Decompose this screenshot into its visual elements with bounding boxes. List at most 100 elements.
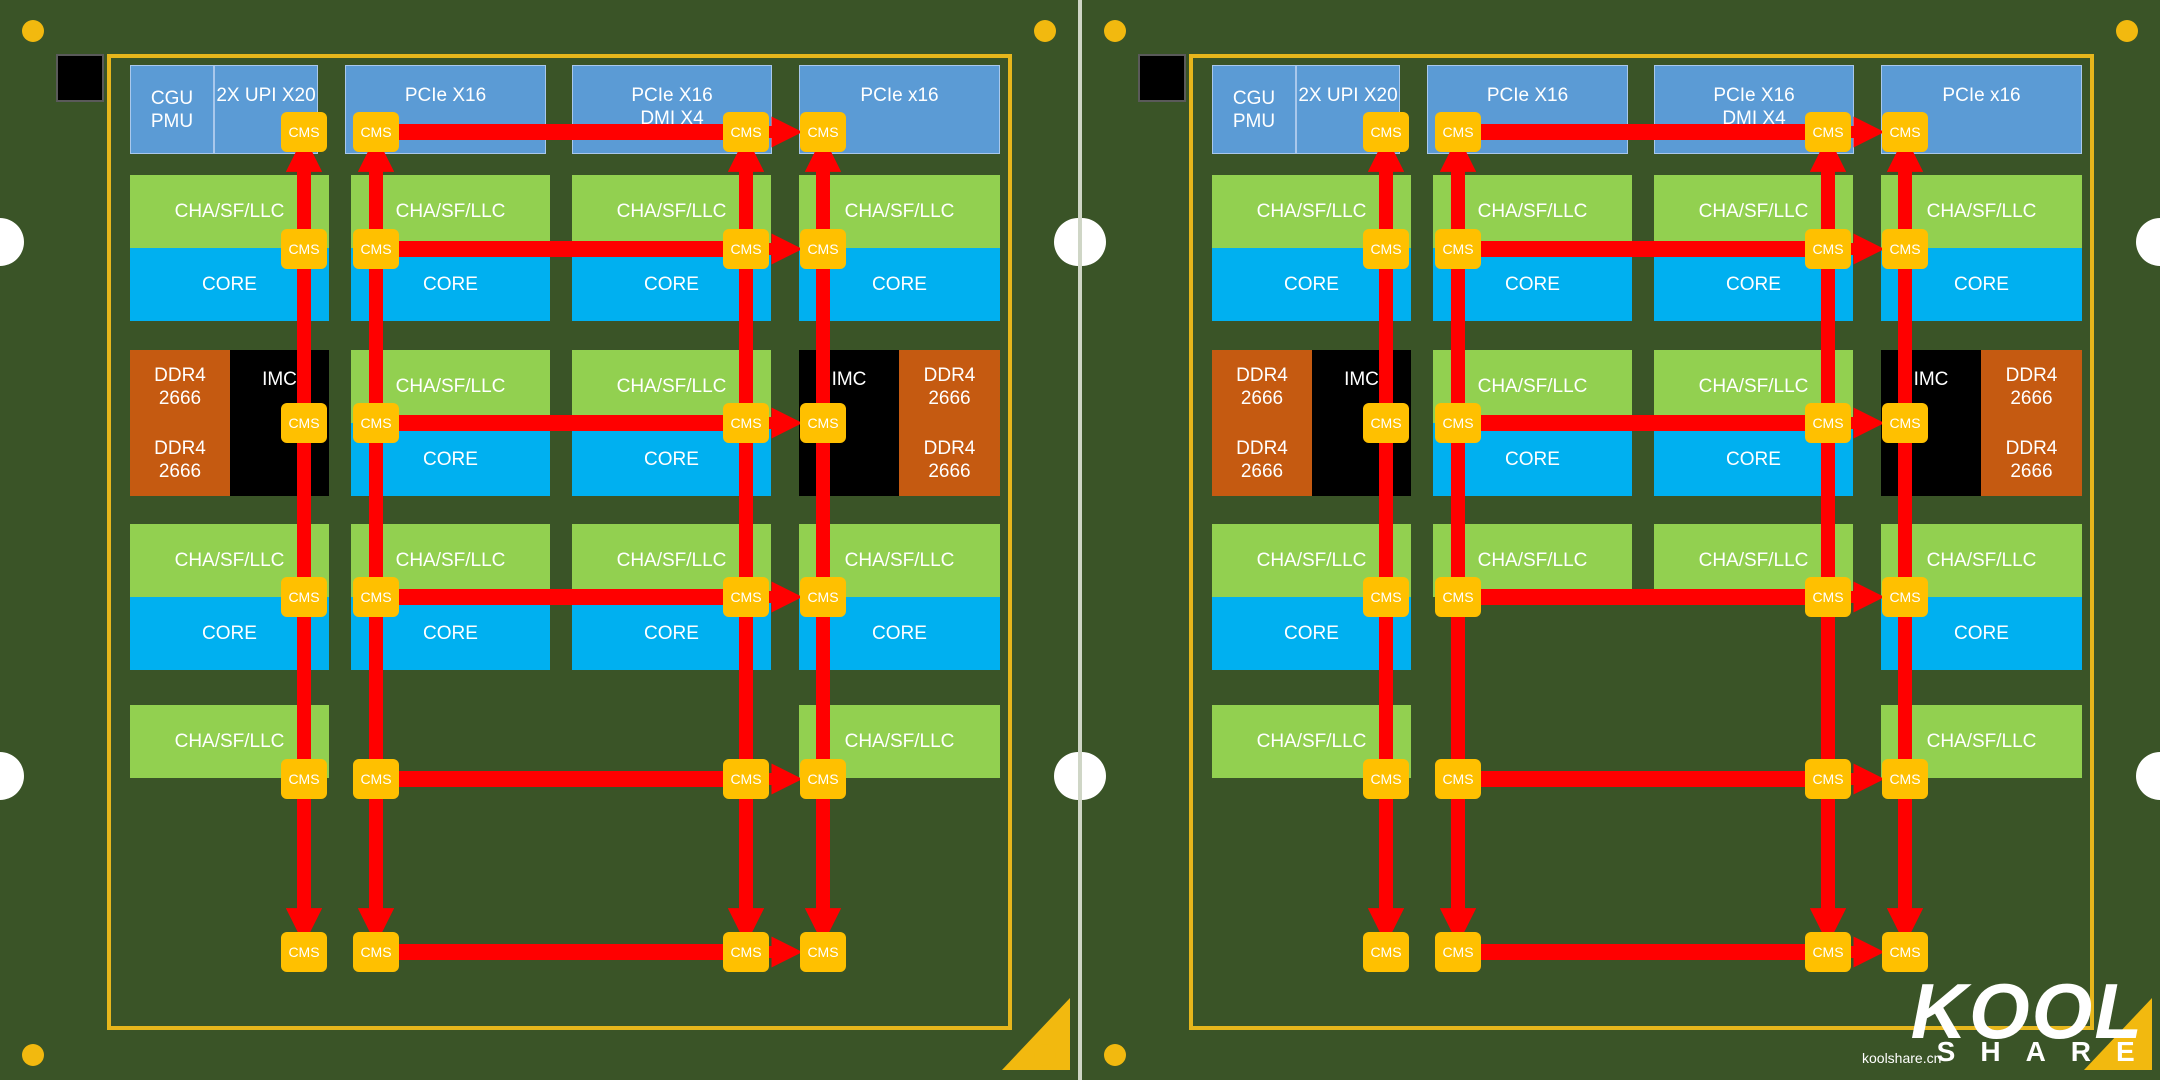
cms-label: CMS — [1812, 589, 1843, 605]
cms-node: CMS — [1805, 932, 1851, 972]
cms-label: CMS — [360, 124, 391, 140]
cms-node: CMS — [800, 759, 846, 799]
ddr4-block: DDR4 2666 — [1212, 423, 1312, 496]
cms-node: CMS — [800, 577, 846, 617]
cms-label: CMS — [360, 771, 391, 787]
cms-label: CMS — [1812, 944, 1843, 960]
cms-node: CMS — [800, 229, 846, 269]
cms-node: CMS — [353, 112, 399, 152]
cms-node: CMS — [1805, 112, 1851, 152]
cms-label: CMS — [1442, 241, 1473, 257]
cms-label: CMS — [1370, 124, 1401, 140]
ddr4-block: DDR4 2666 — [899, 423, 1000, 496]
die-outline — [107, 54, 1012, 1030]
cms-label: CMS — [288, 944, 319, 960]
cgu-pmu-block: CGU PMU — [1212, 65, 1296, 154]
pin1-marker — [1138, 54, 1186, 102]
cms-label: CMS — [360, 944, 391, 960]
cms-node: CMS — [1363, 932, 1409, 972]
cms-node: CMS — [281, 229, 327, 269]
cms-node: CMS — [1363, 577, 1409, 617]
mesh-interconnect: CMS CMS CMS CMS CMS CMS CMS CMS CMS CMS CMS CMS CMS C… — [281, 112, 846, 972]
mounting-dot — [22, 1044, 44, 1066]
cms-label: CMS — [807, 124, 838, 140]
cms-label: CMS — [288, 589, 319, 605]
cms-node: CMS — [1435, 759, 1481, 799]
cms-node: CMS — [723, 229, 769, 269]
cms-label: CMS — [1889, 589, 1920, 605]
cms-node: CMS — [800, 403, 846, 443]
cms-node: CMS — [353, 759, 399, 799]
cms-node: CMS — [1805, 229, 1851, 269]
cms-label: CMS — [1889, 124, 1920, 140]
cms-label: CMS — [1889, 771, 1920, 787]
cms-node: CMS — [1882, 112, 1928, 152]
ddr4-block: DDR4 2666 — [130, 350, 230, 423]
panel-divider — [1078, 0, 1082, 1080]
cms-label: CMS — [807, 241, 838, 257]
cms-node: CMS — [1805, 759, 1851, 799]
cms-node: CMS — [281, 932, 327, 972]
mounting-dot — [1034, 1044, 1056, 1066]
cms-node: CMS — [1435, 932, 1481, 972]
cms-node: CMS — [723, 759, 769, 799]
cms-node: CMS — [1435, 403, 1481, 443]
cms-node: CMS — [353, 403, 399, 443]
upi-block: 2X UPI X20 — [1296, 65, 1400, 154]
mounting-dot — [1034, 20, 1056, 42]
ddr4-block: DDR4 2666 — [130, 423, 230, 496]
cms-label: CMS — [360, 241, 391, 257]
cms-node: CMS — [281, 759, 327, 799]
mounting-dot — [22, 20, 44, 42]
cms-label: CMS — [1370, 589, 1401, 605]
cms-node: CMS — [281, 403, 327, 443]
cms-label: CMS — [1812, 241, 1843, 257]
cms-label: CMS — [730, 771, 761, 787]
cms-node: CMS — [1882, 229, 1928, 269]
cms-label: CMS — [1370, 944, 1401, 960]
mounting-dot — [2116, 1044, 2138, 1066]
cms-label: CMS — [1442, 771, 1473, 787]
cms-node: CMS — [723, 403, 769, 443]
cms-label: CMS — [1370, 415, 1401, 431]
cms-node: CMS — [1363, 112, 1409, 152]
koolshare-logo: KOOL SHARE — [1911, 972, 2144, 1067]
cms-label: CMS — [1812, 124, 1843, 140]
ddr4-block: DDR4 2666 — [1212, 350, 1312, 423]
cms-label: CMS — [1889, 944, 1920, 960]
cms-label: CMS — [1889, 415, 1920, 431]
cms-label: CMS — [730, 944, 761, 960]
cms-label: CMS — [807, 771, 838, 787]
cms-label: CMS — [1370, 241, 1401, 257]
cms-label: CMS — [1889, 241, 1920, 257]
cms-label: CMS — [730, 589, 761, 605]
cms-label: CMS — [288, 415, 319, 431]
cms-label: CMS — [1812, 771, 1843, 787]
cms-node: CMS — [723, 577, 769, 617]
cms-label: CMS — [807, 944, 838, 960]
cms-label: CMS — [807, 415, 838, 431]
cgu-pmu-block: CGU PMU — [130, 65, 214, 154]
mesh-interconnect: CMS CMS CMS CMS CMS CMS CMS CMS CMS CMS CMS CMS CMS C… — [1363, 112, 1928, 972]
cms-node: CMS — [1363, 759, 1409, 799]
cms-label: CMS — [730, 415, 761, 431]
cms-node: CMS — [1805, 577, 1851, 617]
cms-label: CMS — [360, 589, 391, 605]
cms-label: CMS — [730, 124, 761, 140]
cms-label: CMS — [360, 415, 391, 431]
cms-node: CMS — [353, 229, 399, 269]
ddr4-block: DDR4 2666 — [1981, 350, 2082, 423]
cms-label: CMS — [1442, 589, 1473, 605]
cms-node: CMS — [1882, 577, 1928, 617]
cms-node: CMS — [800, 932, 846, 972]
cms-label: CMS — [288, 771, 319, 787]
cms-node: CMS — [281, 112, 327, 152]
site-url: koolshare.cn — [1862, 1050, 1942, 1066]
cms-label: CMS — [1442, 124, 1473, 140]
cms-node: CMS — [800, 112, 846, 152]
mounting-dot — [1104, 20, 1126, 42]
cms-node: CMS — [1363, 403, 1409, 443]
